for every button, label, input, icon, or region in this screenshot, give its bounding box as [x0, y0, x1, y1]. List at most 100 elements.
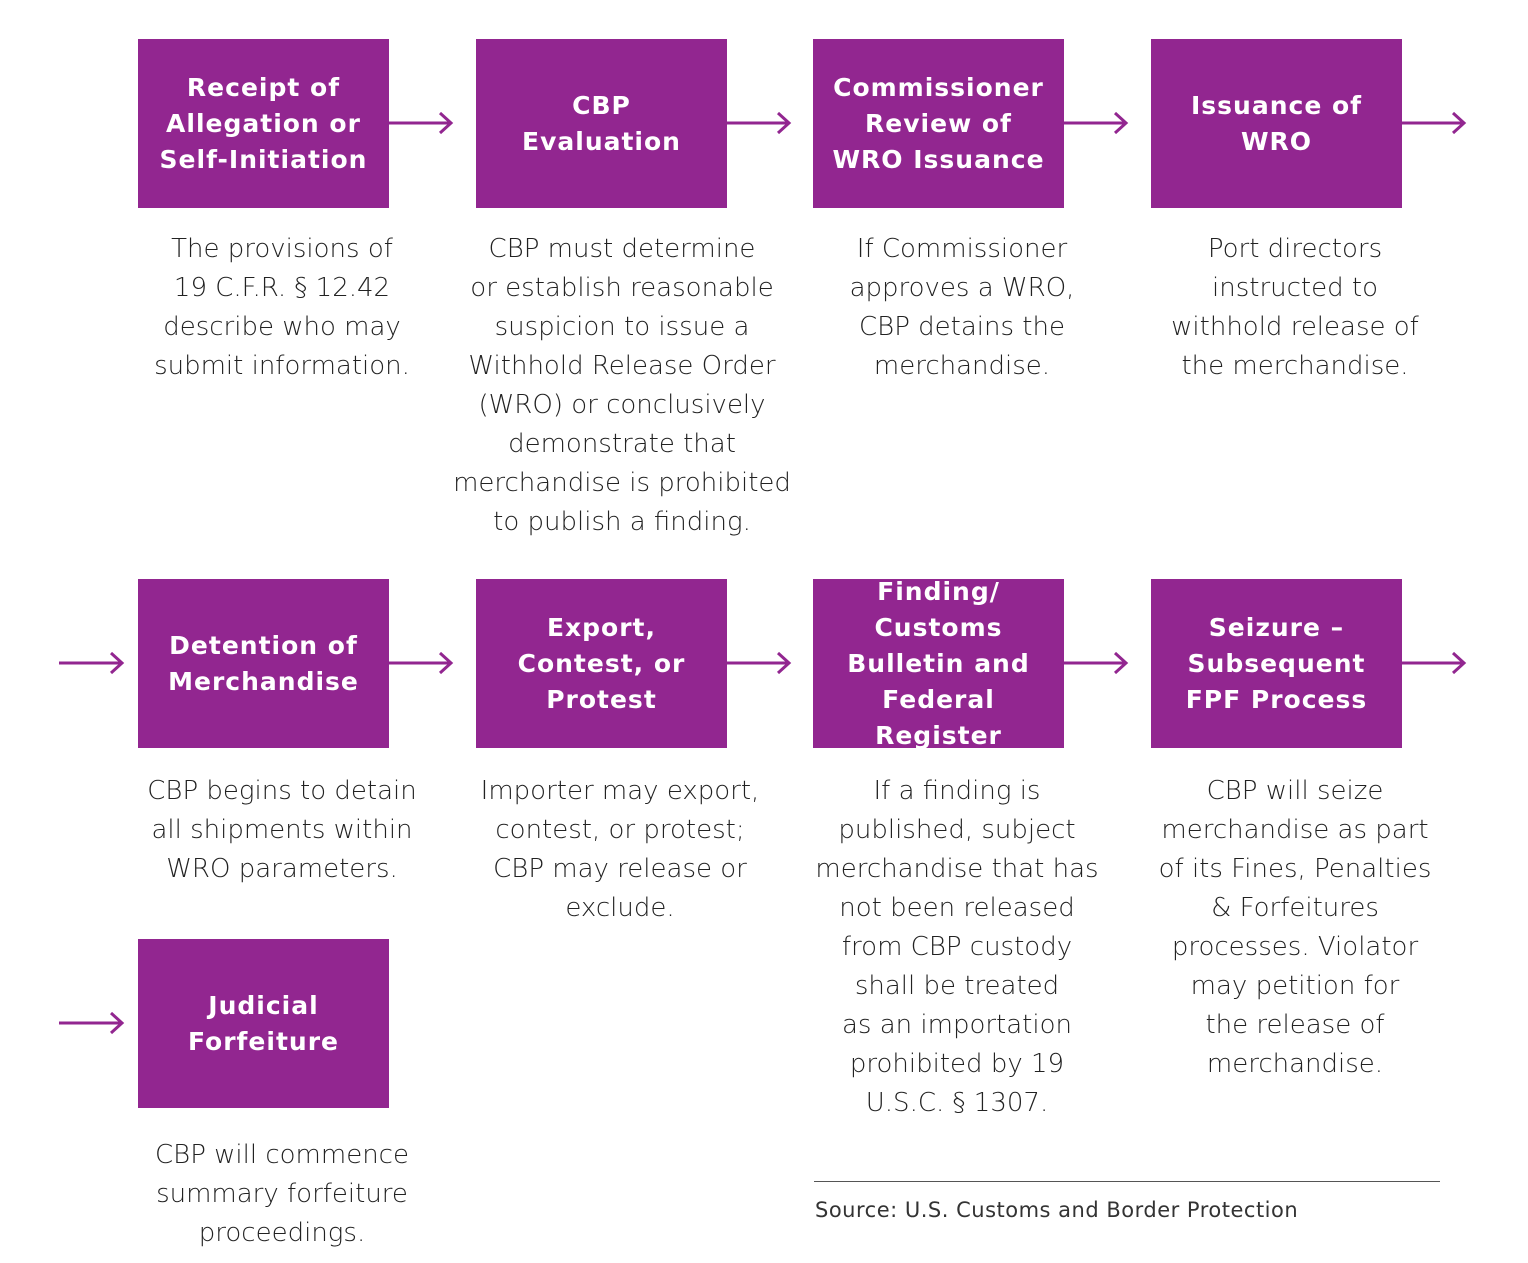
desc-line: or establish reasonable — [470, 273, 774, 303]
step-title-line: Export, — [546, 612, 657, 642]
desc-line: CBP will commence — [155, 1140, 409, 1170]
step-title-line: Detention of — [169, 630, 358, 660]
step-title-line: Protest — [546, 684, 657, 714]
step-title-line: FPF Process — [1185, 684, 1368, 714]
desc-line: exclude. — [565, 893, 675, 923]
desc-line: processes. Violator — [1171, 932, 1419, 962]
desc-line: suspicion to issue a — [494, 312, 750, 342]
desc-line: merchandise that has — [815, 854, 1099, 884]
desc-line: of its Fines, Penalties — [1158, 854, 1432, 884]
step-description-receipt-of-allegation: The provisions of 19 C.F.R. § 12.42 desc… — [112, 230, 452, 386]
step-title-line: WRO — [1240, 126, 1313, 156]
desc-line: Port directors — [1207, 234, 1383, 264]
desc-line: CBP begins to detain — [147, 776, 417, 806]
step-title-line: Self-Initiation — [159, 144, 368, 174]
desc-line: submit information. — [154, 351, 410, 381]
desc-line: the merchandise. — [1181, 351, 1409, 381]
step-box-issuance-of-wro: Issuance of WRO — [1151, 39, 1402, 208]
desc-line: describe who may — [163, 312, 401, 342]
flow-arrow-right-icon — [1063, 651, 1129, 675]
step-box-commissioner-review: Commissioner Review of WRO Issuance — [813, 39, 1064, 208]
step-title-line: Judicial — [208, 990, 319, 1020]
desc-line: published, subject — [838, 815, 1076, 845]
desc-line: (WRO) or conclusively — [478, 390, 766, 420]
flow-arrow-right-icon — [1401, 111, 1467, 135]
step-description-seizure-fpf-process: CBP will seize merchandise as part of it… — [1125, 772, 1465, 1084]
flow-arrow-right-icon — [388, 651, 454, 675]
desc-line: summary forfeiture — [156, 1179, 408, 1209]
desc-line: proceedings. — [198, 1218, 366, 1248]
desc-line: instructed to — [1212, 273, 1378, 303]
desc-line: & Forfeitures — [1211, 893, 1379, 923]
desc-line: withhold release of — [1171, 312, 1419, 342]
desc-line: contest, or protest; — [495, 815, 745, 845]
step-title-line: Customs — [874, 612, 1003, 642]
step-description-commissioner-review: If Commissioner approves a WRO, CBP deta… — [792, 230, 1132, 386]
step-box-receipt-of-allegation: Receipt of Allegation or Self-Initiation — [138, 39, 389, 208]
source-divider — [814, 1181, 1440, 1182]
flow-arrow-right-icon — [726, 651, 792, 675]
step-title-line: Allegation or — [166, 108, 361, 138]
step-title-line: Commissioner — [833, 72, 1044, 102]
step-title-line: Finding/ — [877, 576, 1000, 606]
step-title-line: Subsequent — [1187, 648, 1366, 678]
desc-line: Importer may export, — [480, 776, 760, 806]
desc-line: merchandise as part — [1161, 815, 1429, 845]
desc-line: approves a WRO, — [849, 273, 1075, 303]
step-box-export-contest-protest: Export, Contest, or Protest — [476, 579, 727, 748]
desc-line: shall be treated — [854, 971, 1060, 1001]
step-box-judicial-forfeiture: Judicial Forfeiture — [138, 939, 389, 1108]
step-title-line: Evaluation — [522, 126, 681, 156]
desc-line: all shipments within — [151, 815, 413, 845]
step-box-seizure-fpf-process: Seizure – Subsequent FPF Process — [1151, 579, 1402, 748]
desc-line: as an importation — [841, 1010, 1072, 1040]
desc-line: U.S.C. § 1307. — [865, 1088, 1049, 1118]
desc-line: If a finding is — [873, 776, 1041, 806]
step-title-line: Seizure – — [1208, 612, 1345, 642]
desc-line: from CBP custody — [841, 932, 1073, 962]
desc-line: merchandise. — [873, 351, 1051, 381]
flow-arrow-right-icon — [59, 1011, 125, 1035]
desc-line: prohibited by 19 — [849, 1049, 1065, 1079]
flow-arrow-right-icon — [1063, 111, 1129, 135]
desc-line: If Commissioner — [856, 234, 1068, 264]
flow-arrow-right-icon — [726, 111, 792, 135]
flow-arrow-right-icon — [1401, 651, 1467, 675]
step-title-line: Merchandise — [168, 666, 359, 696]
step-description-finding-customs-bulletin: If a finding is published, subject merch… — [787, 772, 1127, 1123]
desc-line: CBP detains the — [859, 312, 1065, 342]
desc-line: 19 C.F.R. § 12.42 — [173, 273, 391, 303]
step-description-export-contest-protest: Importer may export, contest, or protest… — [450, 772, 790, 928]
desc-line: not been released — [839, 893, 1075, 923]
desc-line: The provisions of — [171, 234, 393, 264]
desc-line: CBP may release or — [493, 854, 747, 884]
desc-line: the release of — [1205, 1010, 1385, 1040]
step-description-issuance-of-wro: Port directors instructed to withhold re… — [1125, 230, 1465, 386]
step-title-line: Review of — [865, 108, 1012, 138]
step-description-judicial-forfeiture: CBP will commence summary forfeiture pro… — [112, 1136, 452, 1253]
desc-line: CBP will seize — [1206, 776, 1384, 806]
step-box-finding-customs-bulletin: Finding/ Customs Bulletin and Federal Re… — [813, 577, 1064, 750]
source-caption: Source: U.S. Customs and Border Protecti… — [815, 1198, 1299, 1222]
desc-line: to publish a finding. — [493, 507, 751, 537]
desc-line: merchandise is prohibited — [453, 468, 791, 498]
step-description-detention-of-merchandise: CBP begins to detain all shipments withi… — [112, 772, 452, 889]
step-title-line: Forfeiture — [187, 1026, 339, 1056]
step-box-detention-of-merchandise: Detention of Merchandise — [138, 579, 389, 748]
desc-line: may petition for — [1190, 971, 1400, 1001]
flow-arrow-right-icon — [59, 651, 125, 675]
desc-line: merchandise. — [1206, 1049, 1384, 1079]
step-box-cbp-evaluation: CBP Evaluation — [476, 39, 727, 208]
desc-line: CBP must determine — [488, 234, 756, 264]
step-title-line: CBP — [572, 90, 631, 120]
step-description-cbp-evaluation: CBP must determine or establish reasonab… — [452, 230, 792, 542]
desc-line: demonstrate that — [508, 429, 736, 459]
step-title-line: Issuance of — [1190, 90, 1363, 120]
step-title-line: Receipt of — [186, 72, 341, 102]
desc-line: WRO parameters. — [166, 854, 398, 884]
step-title-line: Federal Register — [875, 684, 1002, 750]
step-title-line: Bulletin and — [847, 648, 1030, 678]
step-title-line: Contest, or — [517, 648, 686, 678]
desc-line: Withhold Release Order — [468, 351, 776, 381]
step-title-line: WRO Issuance — [832, 144, 1045, 174]
